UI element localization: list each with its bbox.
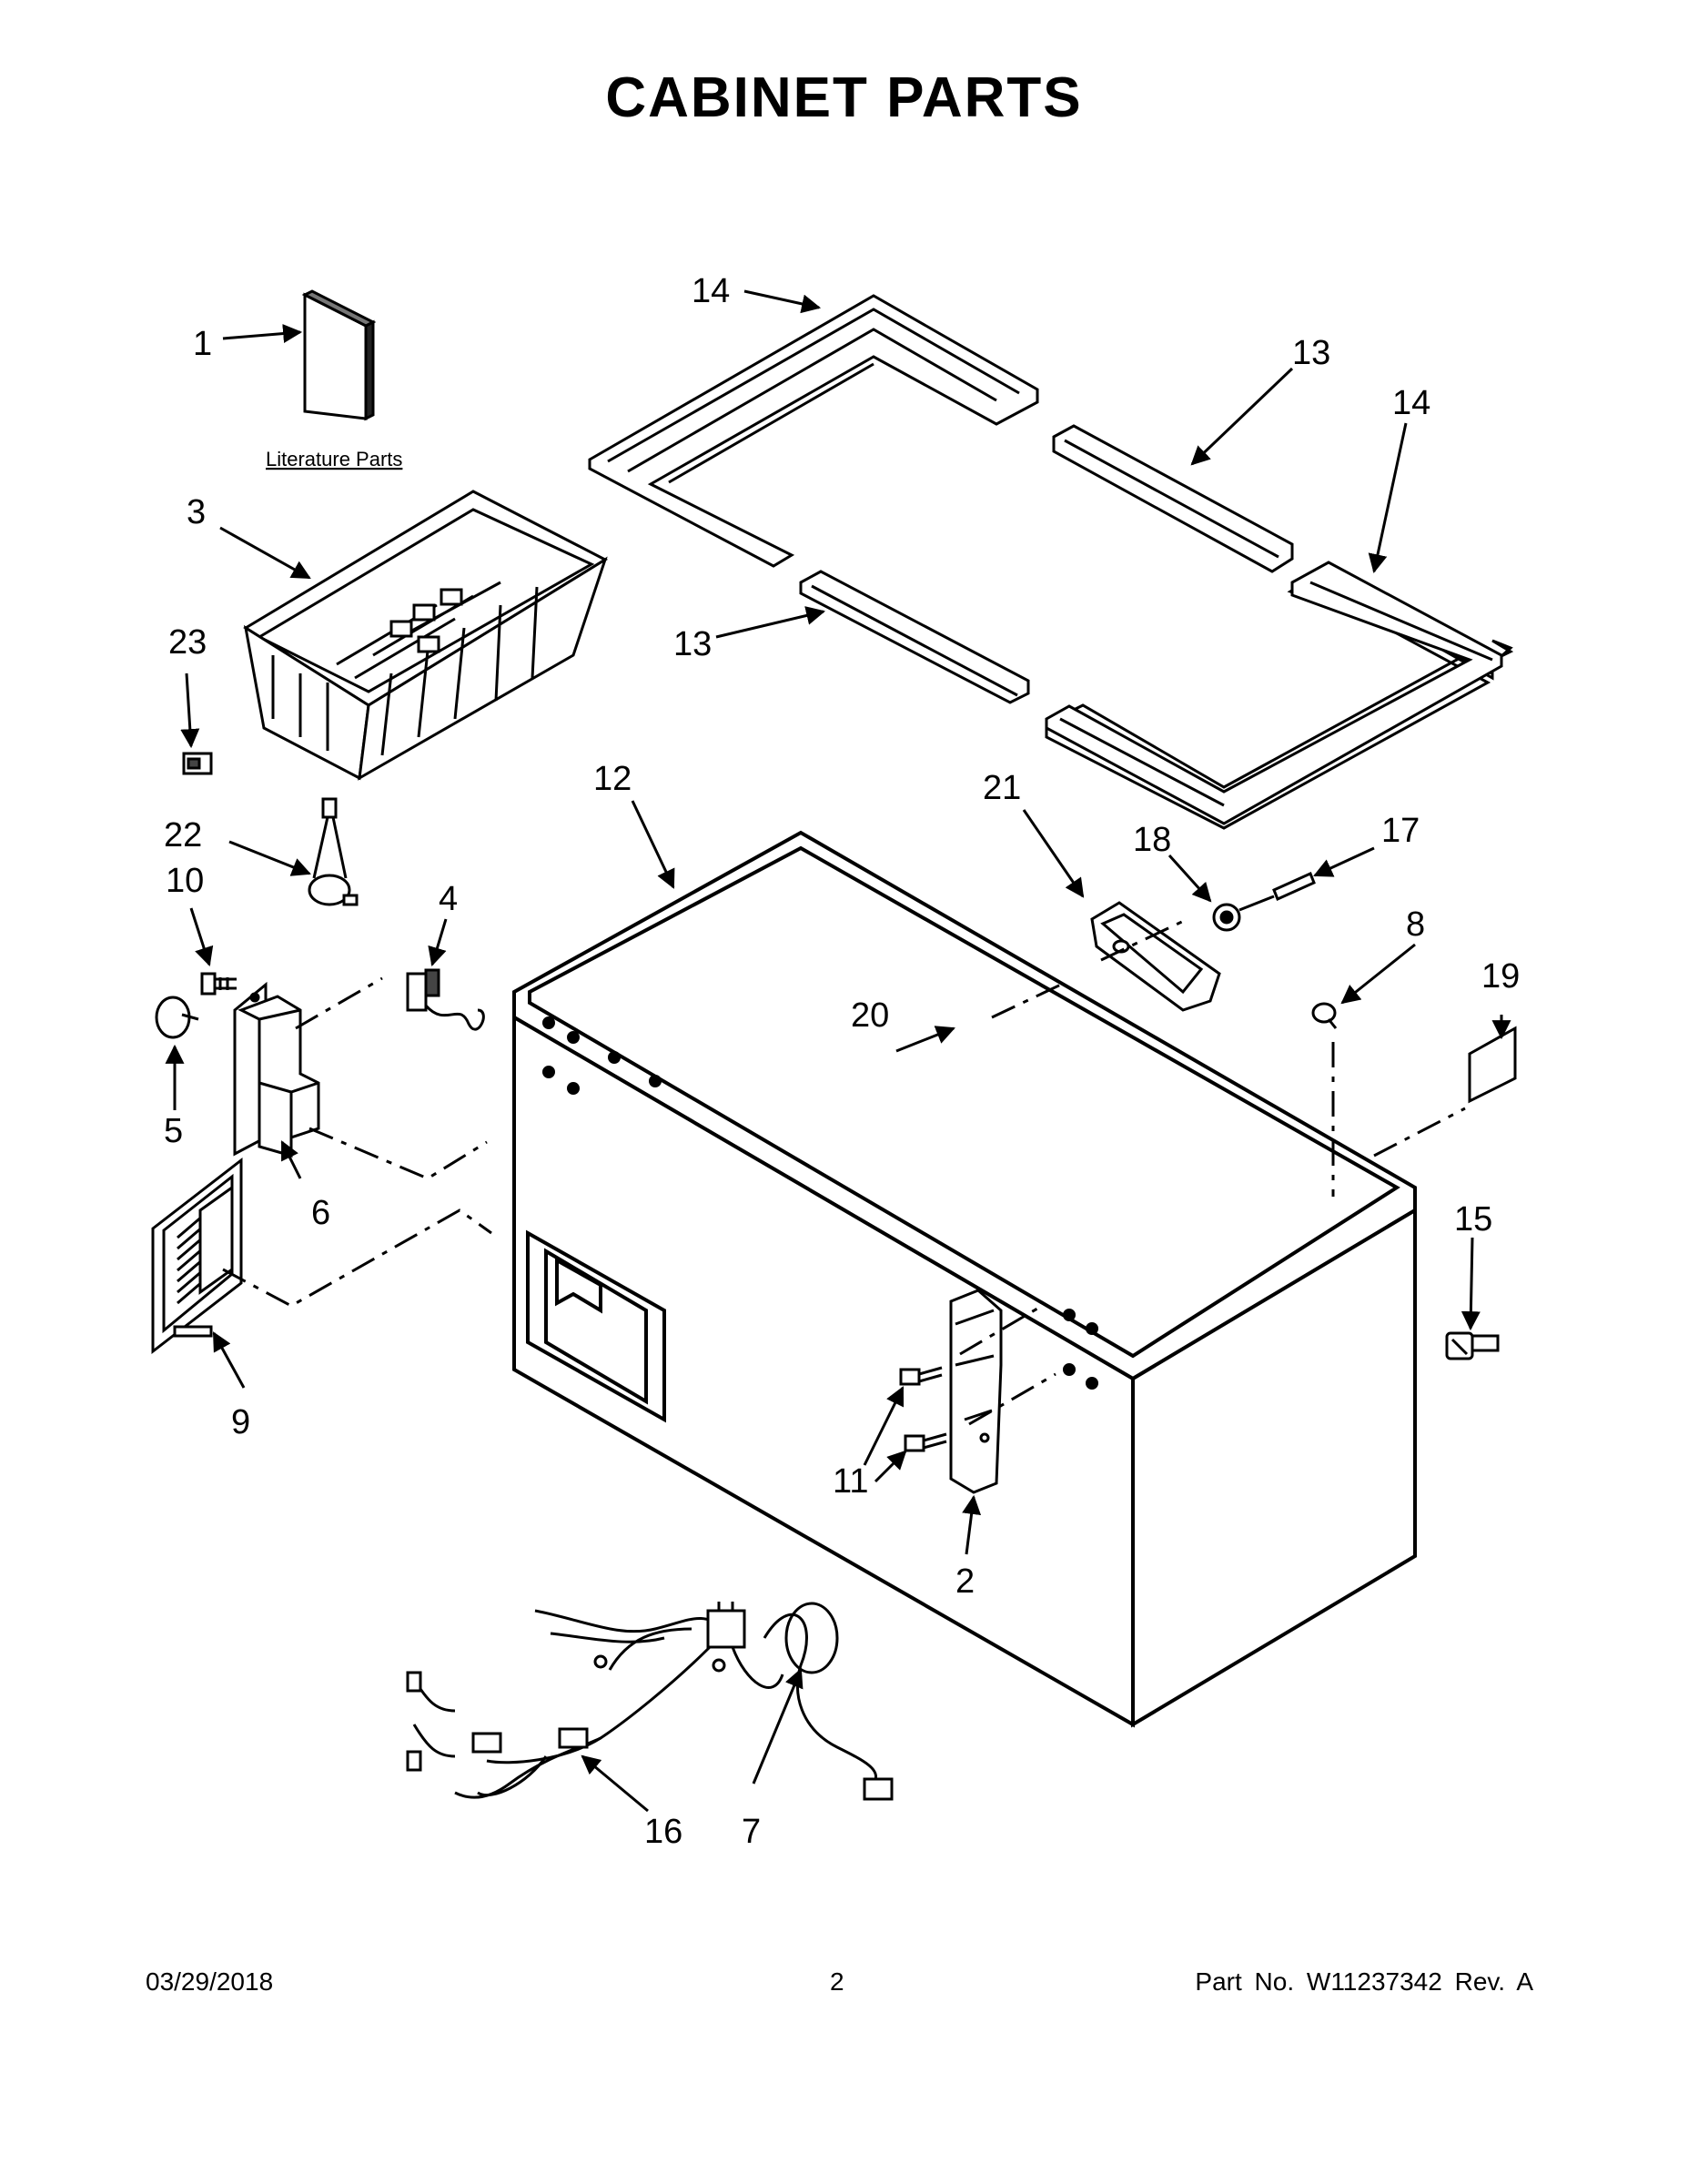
sensor-icon	[406, 968, 485, 1031]
gasket-strip-right-icon	[1052, 424, 1294, 573]
label-icon	[1468, 1026, 1517, 1104]
thermostat-probe-icon	[1238, 871, 1316, 912]
gasket-corner-front-icon	[588, 294, 1039, 568]
callout-23: 23	[168, 623, 207, 662]
footer-date: 03/29/2018	[146, 1967, 274, 1996]
callout-10: 10	[166, 862, 204, 900]
switch-icon	[182, 752, 213, 775]
callout-13a: 13	[1292, 334, 1330, 372]
footer-part-number: Part No. W11237342 Rev. A	[1195, 1967, 1533, 1996]
callout-3: 3	[187, 493, 206, 531]
control-bracket-icon	[233, 981, 320, 1158]
cabinet-icon	[512, 830, 1417, 1728]
callout-14b: 14	[1392, 384, 1430, 422]
callout-20: 20	[851, 996, 889, 1035]
callout-16: 16	[644, 1813, 682, 1851]
callout-7: 7	[742, 1813, 761, 1851]
knob-icon	[155, 996, 199, 1039]
wiring-harness-icon	[406, 1602, 894, 1801]
thermal-fuse-icon	[308, 797, 359, 906]
callout-17: 17	[1381, 812, 1420, 850]
callout-18: 18	[1133, 821, 1171, 859]
leveling-foot-icon	[1445, 1331, 1500, 1360]
assembly-lines	[222, 917, 1466, 1426]
screw-icon	[200, 972, 237, 996]
callout-22: 22	[164, 816, 202, 854]
temperature-control-icon	[1090, 901, 1221, 1012]
callout-14a: 14	[692, 272, 730, 310]
callout-6: 6	[311, 1194, 330, 1232]
callout-11: 11	[833, 1462, 868, 1501]
literature-parts-label: Literature Parts	[266, 448, 402, 470]
gasket-corner-right-icon	[1045, 561, 1503, 825]
callout-1: 1	[193, 325, 212, 363]
hinge-screw-icon	[899, 1366, 947, 1452]
callout-leaders	[165, 289, 1511, 1813]
vent-grille-icon	[151, 1157, 243, 1355]
page-title: CABINET PARTS	[605, 66, 1083, 129]
callout-13b: 13	[673, 625, 712, 663]
callout-15: 15	[1454, 1200, 1492, 1239]
literature-parts-icon	[301, 289, 377, 421]
callout-4: 4	[439, 880, 458, 918]
gasket-strip-left-icon	[799, 570, 1030, 704]
footer-page-number: 2	[830, 1967, 844, 1996]
callout-8: 8	[1406, 905, 1425, 944]
callout-12: 12	[593, 760, 632, 798]
plug-icon	[1311, 1002, 1338, 1029]
callout-21: 21	[983, 769, 1021, 807]
callout-19: 19	[1481, 957, 1520, 996]
freezer-basket-icon	[243, 490, 609, 781]
callout-5: 5	[164, 1112, 183, 1150]
knob-shaft-icon	[1212, 903, 1241, 932]
callout-9: 9	[231, 1403, 250, 1441]
hinge-icon	[949, 1289, 1003, 1494]
callout-2: 2	[955, 1562, 975, 1601]
